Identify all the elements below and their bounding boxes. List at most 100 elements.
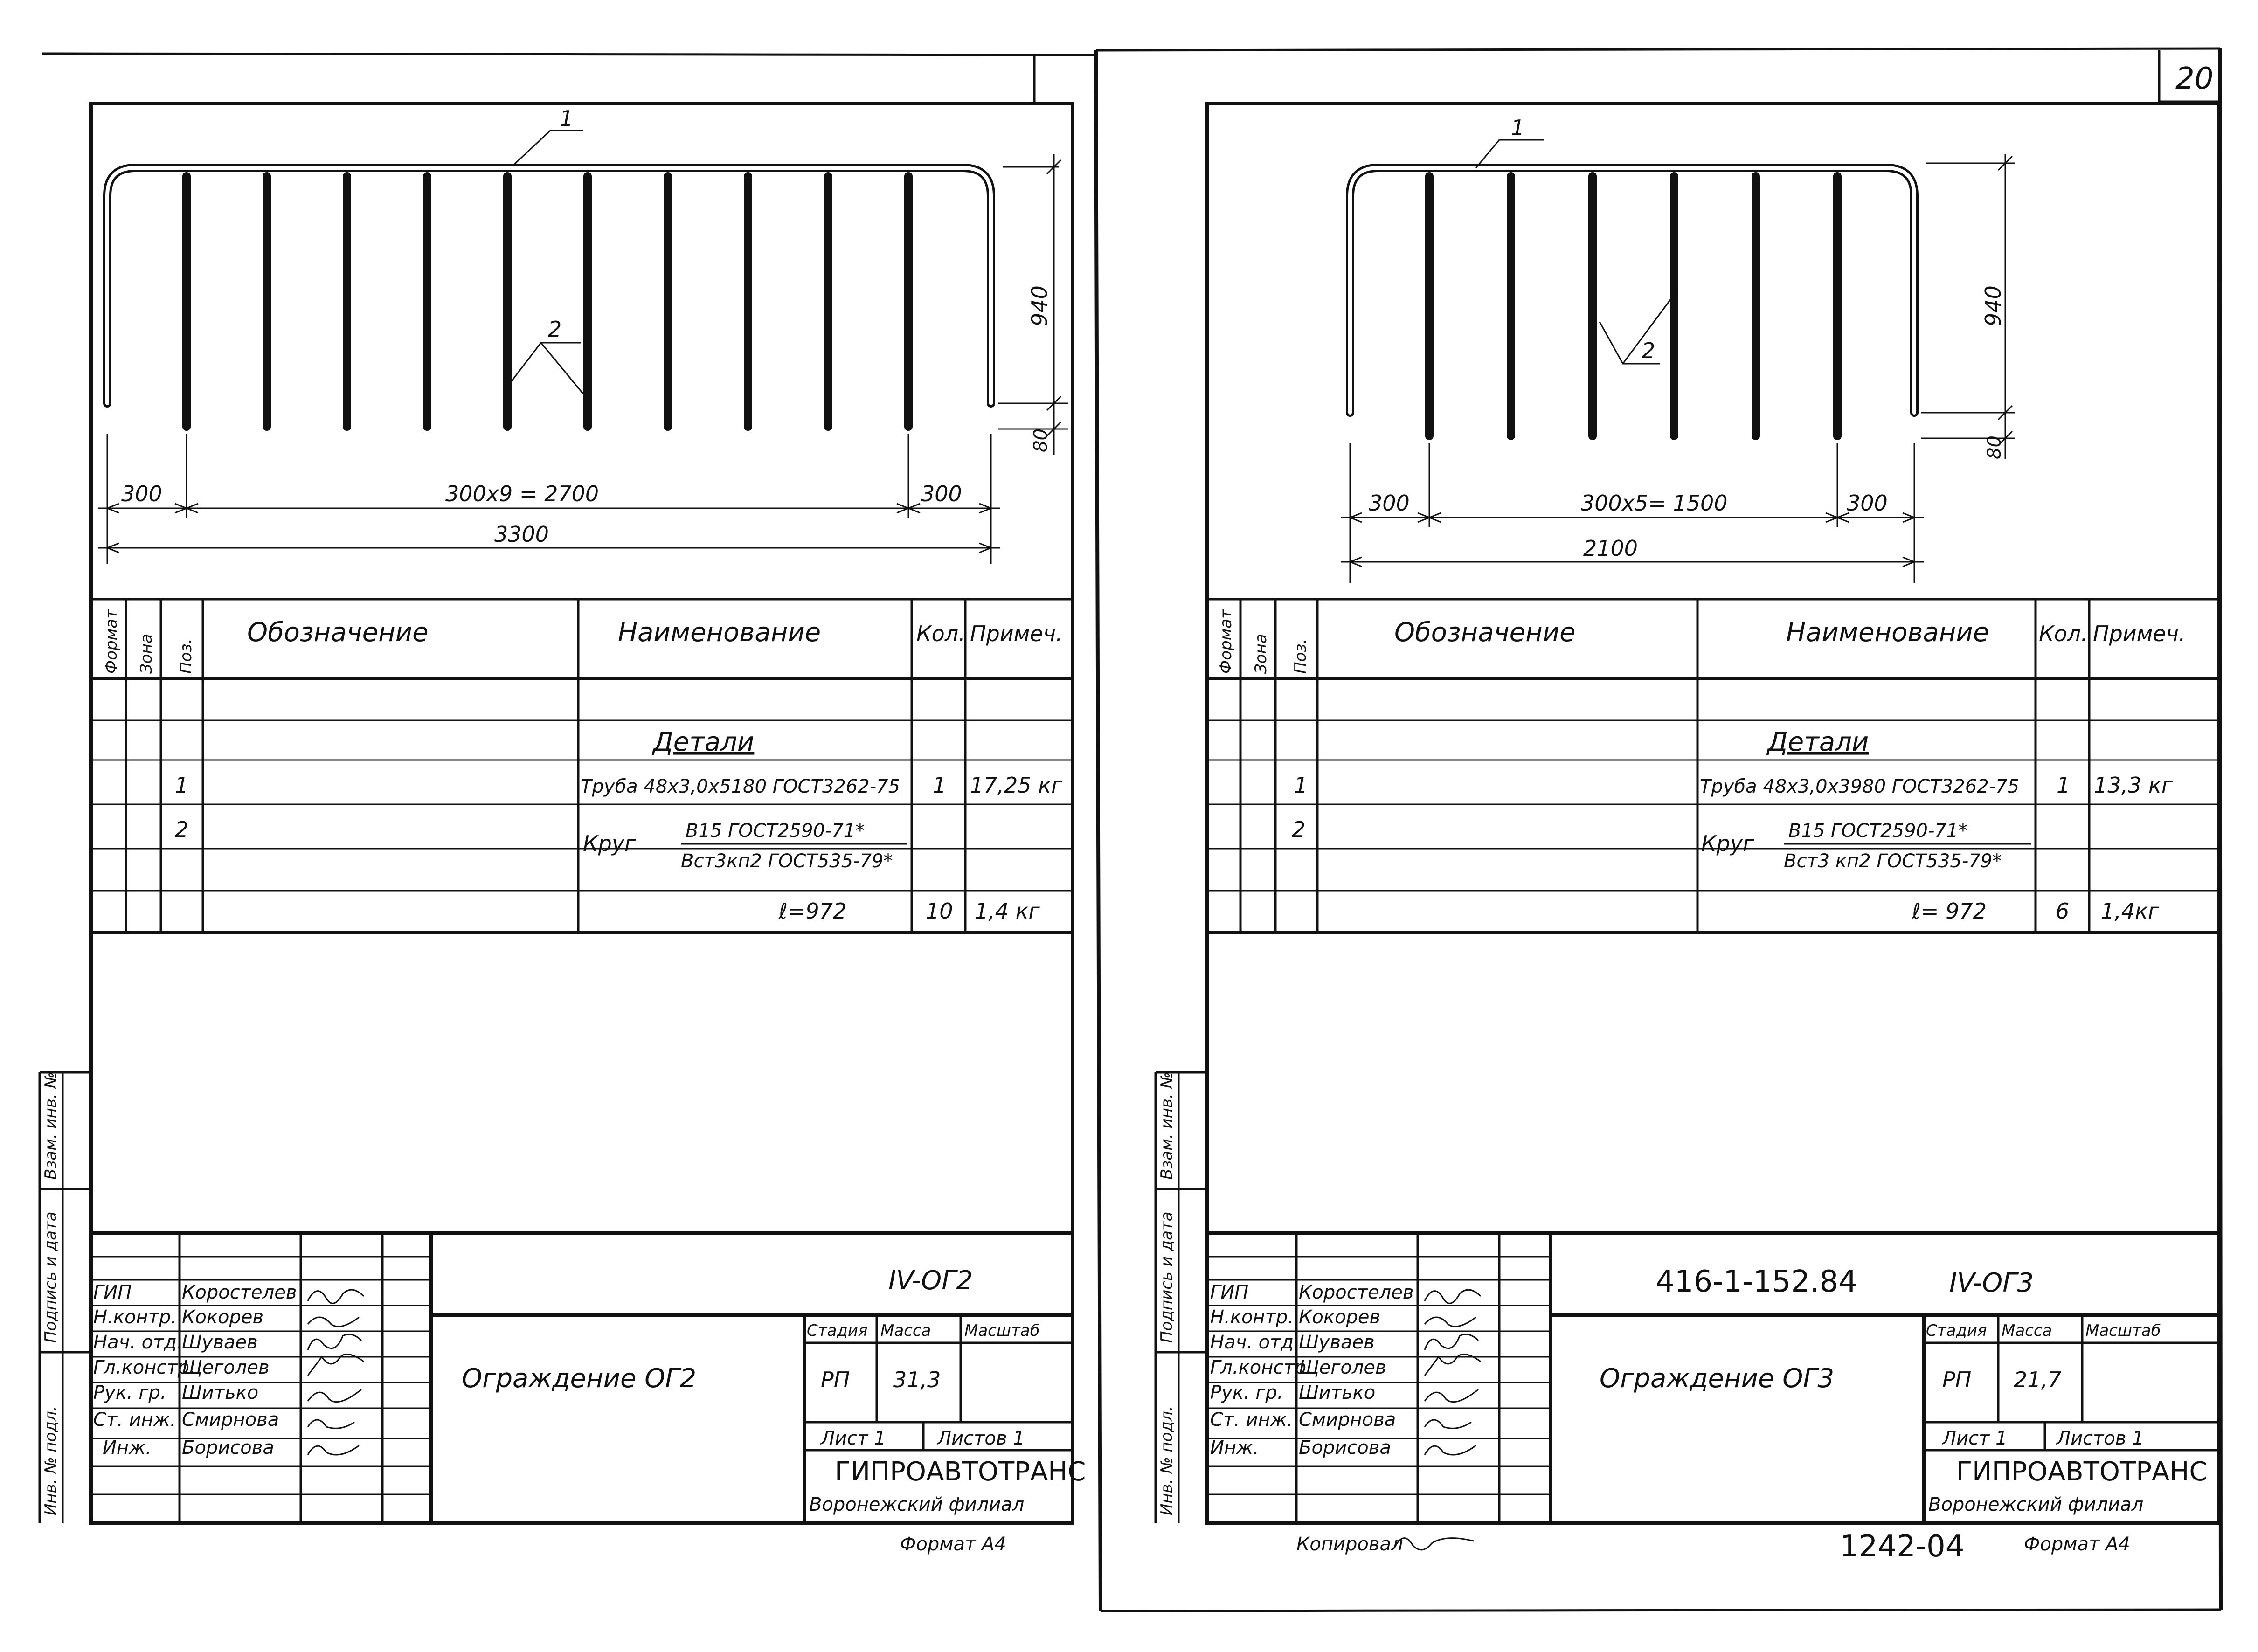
role-nkontr: Н.контр.: [93, 1306, 177, 1328]
role-inzh: Инж.: [103, 1437, 152, 1458]
hdr-name: Наименование: [1786, 617, 1989, 648]
side-stamp-inv: Инв. № подл.: [42, 1406, 60, 1515]
person-shuvaev: Шуваев: [182, 1332, 258, 1353]
title-name: Ограждение ОГ3: [1600, 1363, 1834, 1394]
hdr-pos: Поз.: [1291, 639, 1310, 674]
label-stage: Стадия: [1926, 1321, 1987, 1340]
title-stage: РП: [1942, 1367, 1971, 1392]
role-ruk-gr: Рук. гр.: [93, 1382, 166, 1403]
label-scale: Масштаб: [2085, 1321, 2161, 1340]
company-branch: Воронежский филиал: [809, 1494, 1024, 1515]
role-ruk-gr: Рук. гр.: [1210, 1382, 1283, 1403]
label-sheets: Листов 1: [936, 1428, 1025, 1449]
company-name: ГИПРОАВТОТРАНС: [835, 1457, 1086, 1487]
role-nach-otd: Нач. отд.: [1210, 1332, 1300, 1353]
spec-table-og3: Формат Зона Поз. Обозначение Наименовани…: [1207, 598, 2219, 934]
dim-leg: 80: [1984, 435, 2005, 459]
row2-prefix: Круг: [1701, 831, 1754, 856]
person-shchegolev: Щеголев: [182, 1357, 270, 1378]
row1-pos: 1: [1294, 773, 1308, 798]
dim-left: 300: [1369, 491, 1410, 516]
side-stamp-replace: Взам. инв. №: [42, 1072, 60, 1180]
page-number-box: 20: [2158, 50, 2220, 103]
dim-total: 3300: [494, 522, 549, 547]
callout-pipe: 1: [560, 106, 573, 131]
title-name: Ограждение ОГ2: [462, 1363, 696, 1394]
row2-bottom: Bст3 кп2 ГОСТ535-79*: [1784, 850, 2002, 872]
copy-note: Копировал: [1296, 1534, 1403, 1555]
dim-right: 300: [1847, 491, 1888, 516]
person-shuvaev: Шуваев: [1299, 1332, 1375, 1353]
dim-height: 940: [1027, 285, 1052, 326]
dim-middle: 300x5= 1500: [1581, 491, 1728, 516]
hdr-designation: Обозначение: [1394, 617, 1576, 648]
person-kokorev: Кокорев: [1299, 1306, 1380, 1328]
row3-note: 1,4кг: [2101, 899, 2160, 924]
label-sheet: Лист 1: [1941, 1428, 2008, 1449]
row1-note: 17,25 кг: [970, 773, 1063, 798]
row3-note: 1,4 кг: [975, 899, 1040, 924]
spec-table-og2: Формат Зона Поз. Обозначение Наименовани…: [91, 598, 1073, 934]
title-block-og3: ГИП Н.контр. Нач. отд. Гл.констр. Рук. г…: [1207, 1231, 2219, 1564]
row2-top: B15 ГОСТ2590-71*: [686, 820, 865, 842]
doc-code: 416-1-152.84: [1655, 1265, 1857, 1299]
role-gl-konstr: Гл.констр.: [1210, 1357, 1312, 1378]
side-stamp-replace: Взам. инв. №: [1157, 1072, 1176, 1180]
row2-pos: 2: [1292, 817, 1305, 842]
row1-qty: 1: [2057, 773, 2070, 798]
dim-left: 300: [121, 481, 162, 506]
label-mass: Масса: [880, 1321, 931, 1340]
row3-qty: 6: [2056, 899, 2069, 924]
role-inzh: Инж.: [1210, 1437, 1259, 1458]
side-stamp-sign: Подпись и дата: [1157, 1211, 1176, 1343]
format-label: Формат А4: [2024, 1534, 2130, 1555]
role-st-inzh: Ст. инж.: [1210, 1409, 1293, 1431]
hdr-format: Формат: [102, 609, 121, 674]
person-korostelev: Коростелев: [182, 1282, 297, 1303]
person-borisova: Борисова: [182, 1437, 274, 1458]
role-gl-konstr: Гл.констр.: [93, 1357, 195, 1378]
person-borisova: Борисова: [1299, 1437, 1391, 1458]
hdr-zone: Зона: [1252, 634, 1270, 674]
section-details: Детали: [1766, 727, 1869, 757]
dim-total: 2100: [1583, 536, 1638, 561]
dim-leg: 80: [1030, 429, 1052, 452]
copy-number: 1242-04: [1840, 1529, 1964, 1564]
row2-top: B15 ГОСТ2590-71*: [1788, 820, 1967, 842]
sheet-og3: Инв. № подл. Подпись и дата Взам. инв. №…: [1154, 102, 2221, 1564]
person-kokorev: Кокорев: [182, 1306, 263, 1328]
label-sheet: Лист 1: [820, 1428, 886, 1449]
hdr-note: Примеч.: [970, 621, 1063, 646]
person-shchegolev: Щеголев: [1299, 1357, 1386, 1378]
title-code: IV-ОГ3: [1949, 1268, 2034, 1298]
vertical-bars: [1425, 172, 1842, 440]
sheet-og2: Инв. № подл. Подпись и дата Взам. инв. №: [38, 102, 1086, 1555]
fence-drawing: 1 2 940 80 300: [1341, 115, 2015, 583]
row3-qty: 10: [926, 899, 953, 924]
row1-note: 13,3 кг: [2094, 773, 2173, 798]
row1-name: Труба 48x3,0x3980 ГОСТ3262-75: [1700, 776, 2019, 797]
person-smirnova: Смирнова: [1299, 1409, 1396, 1431]
side-stamp-inv: Инв. № подл.: [1157, 1406, 1176, 1515]
vertical-bars: [182, 172, 913, 431]
hdr-qty: Кол.: [916, 621, 965, 646]
side-stamp-left: Инв. № подл. Подпись и дата Взам. инв. №: [38, 1071, 91, 1523]
role-st-inzh: Ст. инж.: [93, 1409, 176, 1431]
role-nkontr: Н.контр.: [1210, 1306, 1294, 1328]
hdr-pos: Поз.: [177, 639, 195, 674]
label-scale: Масштаб: [964, 1321, 1040, 1340]
dim-height: 940: [1981, 285, 2006, 326]
section-details: Детали: [651, 727, 754, 757]
row2-bottom: Bст3кп2 ГОСТ535-79*: [681, 850, 893, 872]
callout-bar: 2: [1642, 338, 1655, 363]
row2-pos: 2: [175, 817, 188, 842]
label-sheets: Листов 1: [2056, 1428, 2144, 1449]
role-gip: ГИП: [93, 1282, 132, 1303]
dim-middle: 300x9 = 2700: [445, 481, 599, 506]
side-stamp-sign: Подпись и дата: [42, 1211, 60, 1343]
title-block-og2: ГИП Н.контр. Нач. отд. Гл.констр. Рук. г…: [91, 1231, 1086, 1555]
title-mass: 31,3: [893, 1367, 941, 1392]
row3-name: ℓ= 972: [1912, 899, 1987, 924]
role-nach-otd: Нач. отд.: [93, 1332, 183, 1353]
label-mass: Масса: [2002, 1321, 2052, 1340]
